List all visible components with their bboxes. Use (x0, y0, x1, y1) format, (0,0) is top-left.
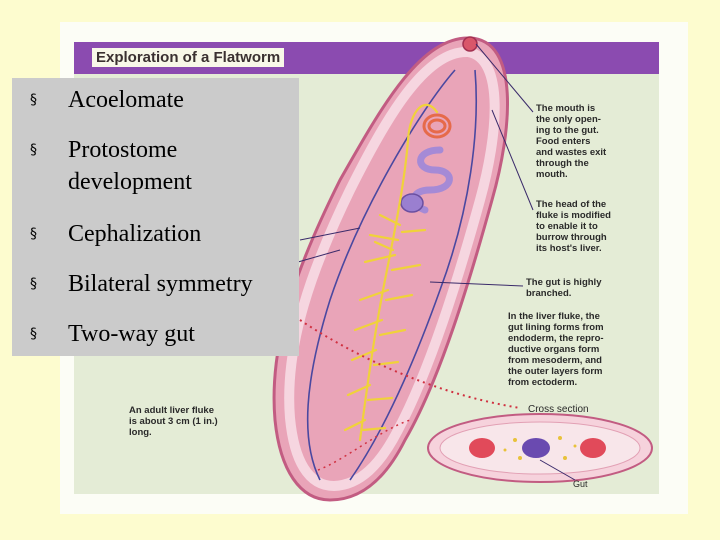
bullet-marker: § (30, 92, 37, 108)
cross-section-center (522, 438, 550, 458)
gut-pointer (539, 459, 576, 481)
ventral-sucker (400, 193, 424, 213)
flatworm-body (272, 36, 509, 502)
bullet-item: § Protostome development (30, 134, 290, 198)
bullet-marker: § (30, 226, 37, 242)
cross-section-gut-right (580, 438, 606, 458)
bullet-item: § Two-way gut (30, 318, 290, 350)
callout-mouth: The mouth is the only open- ing to the g… (536, 103, 607, 180)
bullet-text: Bilateral symmetry (68, 271, 253, 297)
bullet-marker: § (30, 326, 37, 342)
callout-pointer-lines (297, 43, 534, 287)
bullet-item: § Acoelomate (30, 84, 290, 116)
nerve-cord-right (349, 69, 477, 481)
bullet-text: Cephalization (68, 221, 202, 247)
callout-cross-section: Cross section (528, 404, 589, 415)
pharynx (422, 113, 452, 139)
bullet-item: § Bilateral symmetry (30, 268, 290, 300)
bullet-item: § Cephalization (30, 218, 290, 250)
bullet-text: Protostome development (68, 137, 192, 195)
callout-head: The head of the fluke is modified to ena… (536, 199, 611, 254)
bullet-text: Two-way gut (68, 321, 195, 347)
bullet-text: Acoelomate (68, 87, 184, 113)
bullet-marker: § (30, 276, 37, 292)
callout-size: An adult liver fluke is about 3 cm (1 in… (129, 405, 218, 438)
branched-gut (343, 103, 439, 442)
callout-gut: The gut is highly branched. (526, 277, 602, 299)
callout-gut-label: Gut (573, 479, 588, 489)
oral-sucker (462, 36, 478, 52)
cross-section-gut-left (469, 438, 495, 458)
bullet-list-box: § Acoelomate § Protostome development § … (12, 78, 299, 356)
flatworm-inner-margin (284, 46, 500, 492)
figure-title: Exploration of a Flatworm (92, 48, 285, 67)
callout-germ-layers: In the liver fluke, the gut lining forms… (508, 311, 604, 388)
cross-section-speckles (503, 436, 577, 460)
nerve-cord-left (306, 69, 456, 481)
bullet-marker: § (30, 142, 37, 158)
